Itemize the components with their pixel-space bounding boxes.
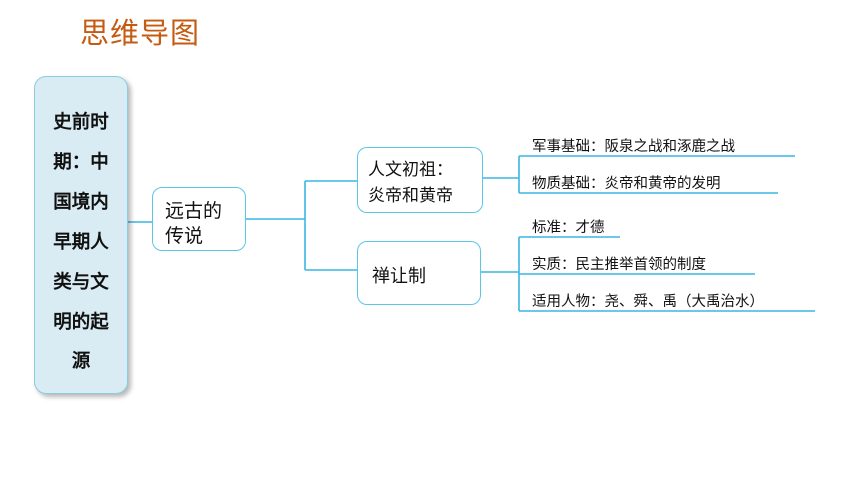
page-title: 思维导图 xyxy=(80,16,201,50)
sub-node-text-line: 人文初祖： xyxy=(368,160,453,180)
branch-text-line: 远古的 xyxy=(165,200,223,222)
root-text-line: 早期人 xyxy=(53,232,109,253)
leaf-essence: 实质：民主推举首领的制度 xyxy=(532,257,706,273)
root-text-line: 明的起 xyxy=(53,312,109,333)
leaf-military-basis: 军事基础：阪泉之战和涿鹿之战 xyxy=(532,139,735,155)
root-text-line: 期：中 xyxy=(53,152,109,173)
branch-text-line: 传说 xyxy=(165,225,204,247)
root-text-line: 类与文 xyxy=(53,272,109,293)
leaf-material-basis: 物质基础：炎帝和黄帝的发明 xyxy=(532,176,721,192)
leaf-standard: 标准：才德 xyxy=(532,220,605,236)
root-text-line: 史前时 xyxy=(53,112,109,133)
leaf-applicable-people: 适用人物：尧、舜、禹（大禹治水） xyxy=(532,294,764,310)
sub-node-label: 禅让制 xyxy=(372,266,426,287)
sub-node-text-line: 炎帝和黄帝 xyxy=(368,186,453,206)
root-node xyxy=(34,76,128,394)
sub-node-ancestors xyxy=(357,147,483,213)
root-text-line: 源 xyxy=(71,351,91,372)
sub-node-abdication xyxy=(357,241,481,305)
branch-node xyxy=(152,187,246,251)
root-text-line: 国境内 xyxy=(53,192,109,213)
